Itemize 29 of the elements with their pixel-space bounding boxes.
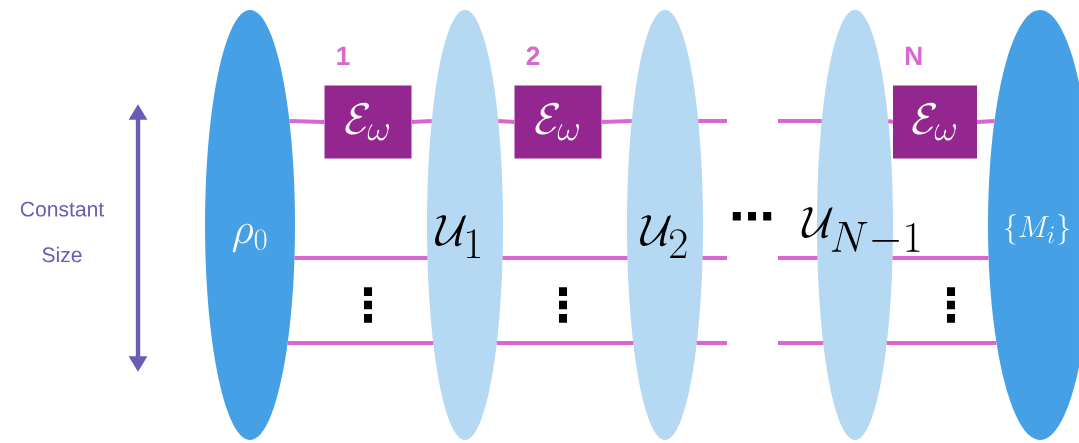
step-number: N	[905, 46, 922, 65]
ellipsis-dots: ⋮	[559, 287, 568, 323]
wire	[778, 255, 818, 260]
step-number: 2	[526, 46, 540, 65]
wire	[698, 118, 727, 123]
ellipsis-dots: ⋯	[732, 211, 772, 221]
step-number: 1	[337, 46, 350, 65]
wire	[294, 255, 428, 260]
wire	[702, 255, 727, 260]
wire	[287, 340, 434, 345]
wire	[887, 119, 894, 124]
wire	[289, 118, 325, 124]
channel-box: $\mathcal{E}_\omega$	[324, 85, 412, 159]
ellipsis-dots: ⋮	[364, 287, 373, 323]
dimension-label: Constant Size	[20, 201, 105, 263]
channel-box: $\mathcal{E}_\omega$	[893, 85, 977, 159]
wire	[498, 118, 515, 124]
wire	[886, 340, 997, 345]
wire	[976, 118, 995, 124]
channel-box: $\mathcal{E}_\omega$	[514, 85, 602, 159]
wire	[502, 255, 628, 260]
wire	[696, 340, 727, 345]
wire	[778, 118, 822, 123]
wire	[778, 340, 824, 345]
ellipsis-dots: ⋮	[946, 287, 955, 323]
wire	[496, 340, 634, 345]
wire	[601, 118, 632, 124]
wire	[411, 118, 432, 124]
wire	[892, 255, 989, 260]
